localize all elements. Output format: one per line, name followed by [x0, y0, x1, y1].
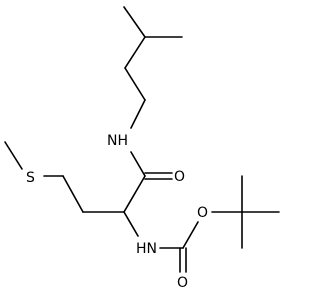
- bond-alpha-nh: [123, 211, 139, 237]
- thioether-side-chain: [4, 141, 125, 213]
- chemical-structure: NH O S HN O O: [4, 6, 280, 288]
- bond-carbamate-c-ester-o: [182, 221, 199, 249]
- boc-carbamate: [123, 175, 280, 273]
- ester-oxygen-label: O: [197, 205, 208, 221]
- amide-group: [123, 151, 173, 213]
- bond-beta-gamma: [62, 175, 84, 213]
- bond-nh-carbonyl: [130, 151, 146, 177]
- sulfur-label: S: [26, 170, 35, 186]
- amide-nh-label: NH: [107, 133, 128, 149]
- bond-ch2-nh: [130, 99, 146, 129]
- carbonyl-oxygen-label: O: [177, 275, 188, 288]
- carbamate-nh-label: HN: [136, 241, 157, 257]
- bond-carbonyl-alpha: [123, 175, 146, 213]
- bond-branch-ch2: [124, 36, 146, 69]
- amide-oxygen-label: O: [174, 169, 185, 185]
- bond-s-methyl: [4, 141, 23, 170]
- isopentyl-chain: [123, 6, 183, 129]
- bond-ch2-ch2: [124, 67, 146, 101]
- bond-methyl-a: [123, 6, 146, 38]
